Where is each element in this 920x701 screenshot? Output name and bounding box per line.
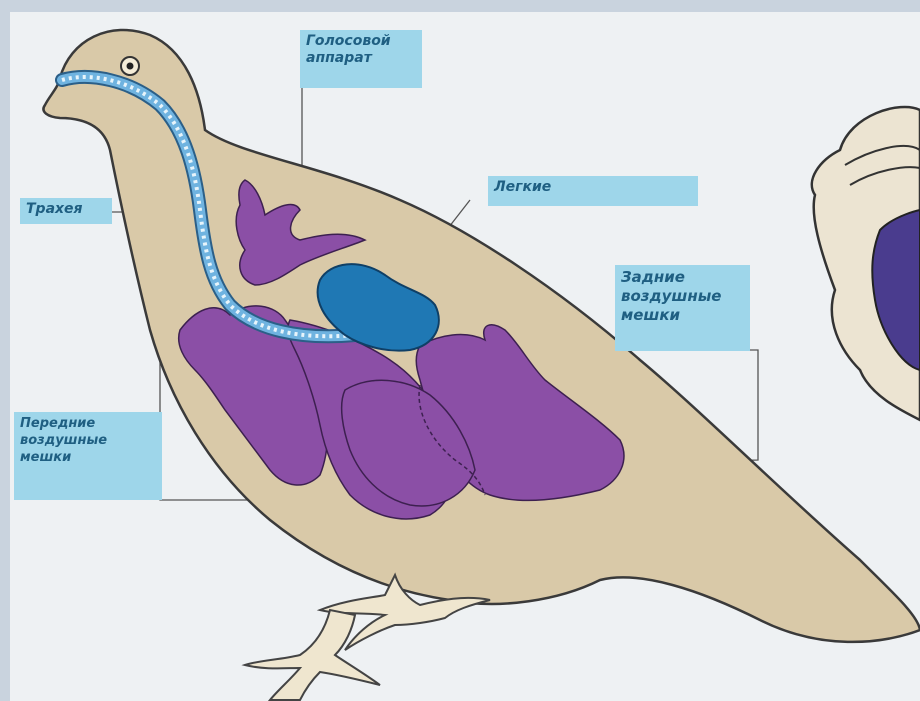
label-lungs-text: Легкие — [494, 179, 692, 196]
label-trachea: Трахея — [20, 198, 112, 224]
label-front-air-sacs: Передние воздушные мешки — [14, 412, 162, 500]
bird-pupil — [127, 63, 134, 70]
label-rear-air-sacs-line3: мешки — [621, 306, 744, 325]
label-rear-air-sacs: Задние воздушные мешки — [615, 265, 750, 351]
label-rear-air-sacs-line1: Задние — [621, 268, 744, 287]
label-voice-apparatus: Голосовой аппарат — [300, 30, 422, 88]
label-front-air-sacs-line2: воздушные — [20, 432, 156, 449]
label-trachea-text: Трахея — [26, 201, 106, 218]
label-rear-air-sacs-line2: воздушные — [621, 287, 744, 306]
label-voice-apparatus-line2: аппарат — [306, 50, 416, 67]
label-voice-apparatus-line1: Голосовой — [306, 33, 416, 50]
label-lungs: Легкие — [488, 176, 698, 206]
label-front-air-sacs-line3: мешки — [20, 449, 156, 466]
label-front-air-sacs-line1: Передние — [20, 415, 156, 432]
